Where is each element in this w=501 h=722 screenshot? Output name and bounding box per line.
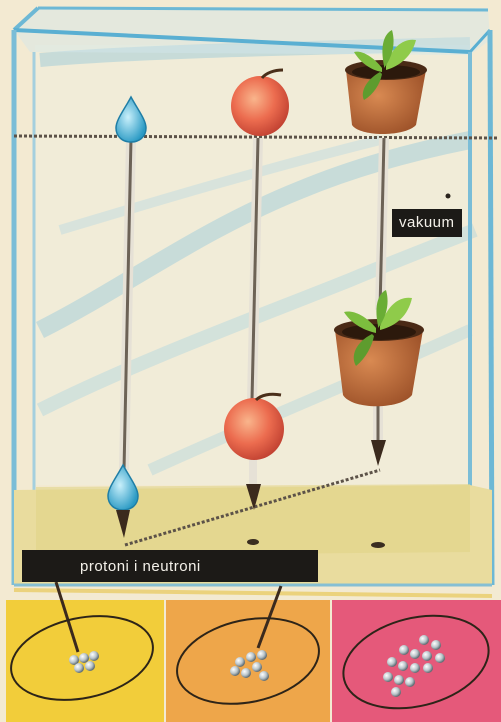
nucleons-label: protoni i neutroni bbox=[22, 550, 318, 582]
floor-hole-plant bbox=[371, 542, 385, 548]
vacuum-label: vakuum bbox=[392, 209, 462, 237]
floor-hole-apple bbox=[247, 539, 259, 545]
panel-plant bbox=[332, 600, 501, 722]
release-line bbox=[14, 136, 498, 138]
nucleus-panels bbox=[3, 582, 501, 722]
